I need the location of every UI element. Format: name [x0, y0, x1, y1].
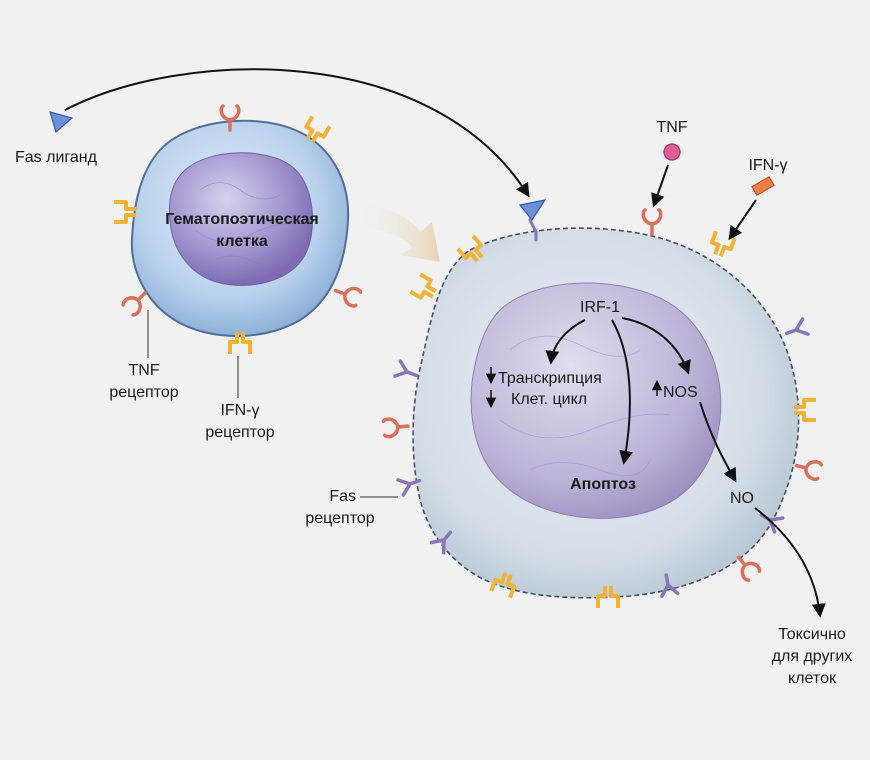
- ifn-arrow: [728, 199, 757, 241]
- toxic-label-2: для других: [772, 648, 853, 665]
- tnf-receptor-icon: [736, 555, 762, 582]
- nos-label: NOS: [663, 384, 698, 401]
- ifn-receptor-icon: [489, 572, 517, 599]
- rectangle-molecule-icon: [751, 175, 775, 197]
- ifn-receptor-label-1: IFN-γ: [220, 402, 259, 419]
- ifn-receptor-icon: [409, 272, 437, 300]
- apoptosis-label: Апоптоз: [570, 476, 636, 493]
- ifn-gamma-label: IFN-γ: [748, 157, 787, 174]
- tnf-receptor-icon: [381, 417, 410, 439]
- bound-fas-ligand-icon: [518, 199, 547, 222]
- fas-receptor-label-1: Fas: [329, 488, 356, 505]
- tnf-receptor-icon: [333, 286, 363, 308]
- target-nucleus: [470, 282, 722, 519]
- fas-receptor-icon: [393, 359, 419, 378]
- ifn-receptor-label-2: рецептор: [205, 424, 274, 441]
- fas-receptor-bound-icon: [528, 218, 538, 242]
- fas-receptor-icon: [660, 573, 680, 598]
- chromatin-texture: [194, 182, 296, 266]
- tnf-receptor-label-2: рецептор: [109, 384, 178, 401]
- ifn-receptor-icon: [304, 115, 332, 143]
- tnf-arrow: [651, 164, 669, 208]
- fas-ligand-label: Fas лиганд: [15, 149, 98, 166]
- hemato-cell-label-2: клетка: [216, 233, 268, 250]
- no-to-toxic-arrow: [754, 507, 826, 618]
- nos-to-no-arrow: [699, 401, 737, 483]
- curved-arrow-icon: [355, 205, 440, 262]
- ifn-receptor-icon: [794, 398, 816, 422]
- tnf-receptor-icon: [219, 104, 241, 132]
- circle-molecule-icon: [663, 143, 681, 161]
- irf1-to-apoptosis-arrow: [611, 319, 633, 465]
- triangle-ligand-icon: [49, 111, 74, 134]
- toxic-label-1: Токсично: [778, 626, 846, 643]
- transcription-label: Транскрипция: [498, 370, 602, 387]
- ifn-receptor-icon: [456, 234, 484, 263]
- tnf-receptor-icon: [641, 208, 663, 236]
- tnf-receptor-icon: [121, 291, 147, 317]
- receptors-layer: [114, 104, 824, 608]
- fas-receptor-icon: [396, 478, 422, 497]
- ifn-receptor-icon: [709, 230, 737, 257]
- fas-receptor-icon: [429, 530, 453, 555]
- no-label: NO: [730, 490, 754, 507]
- irf1-to-transcription-arrow: [545, 319, 586, 365]
- ifn-receptor-icon: [114, 200, 136, 224]
- fas-receptor-label-2: рецептор: [305, 510, 374, 527]
- target-cell: [412, 227, 800, 599]
- ifn-receptor-icon: [596, 586, 620, 608]
- fas-ligand-migration-arrow: [64, 68, 530, 198]
- irf1-to-nos-arrow: [621, 317, 691, 375]
- tnf-receptor-icon: [794, 459, 824, 481]
- fas-receptor-icon: [784, 317, 810, 336]
- hemato-cell-label-1: Гематопоэтическая: [165, 211, 319, 228]
- ifn-receptor-icon: [228, 332, 252, 354]
- tnf-receptor-label-1: TNF: [128, 362, 159, 379]
- irf1-label: IRF-1: [580, 299, 620, 316]
- tnf-label: TNF: [656, 119, 687, 136]
- toxic-label-3: клеток: [788, 670, 837, 687]
- hematopoietic-nucleus: [169, 152, 314, 286]
- hematopoietic-cell: [130, 119, 350, 337]
- cell-cycle-label: Клет. цикл: [511, 391, 587, 408]
